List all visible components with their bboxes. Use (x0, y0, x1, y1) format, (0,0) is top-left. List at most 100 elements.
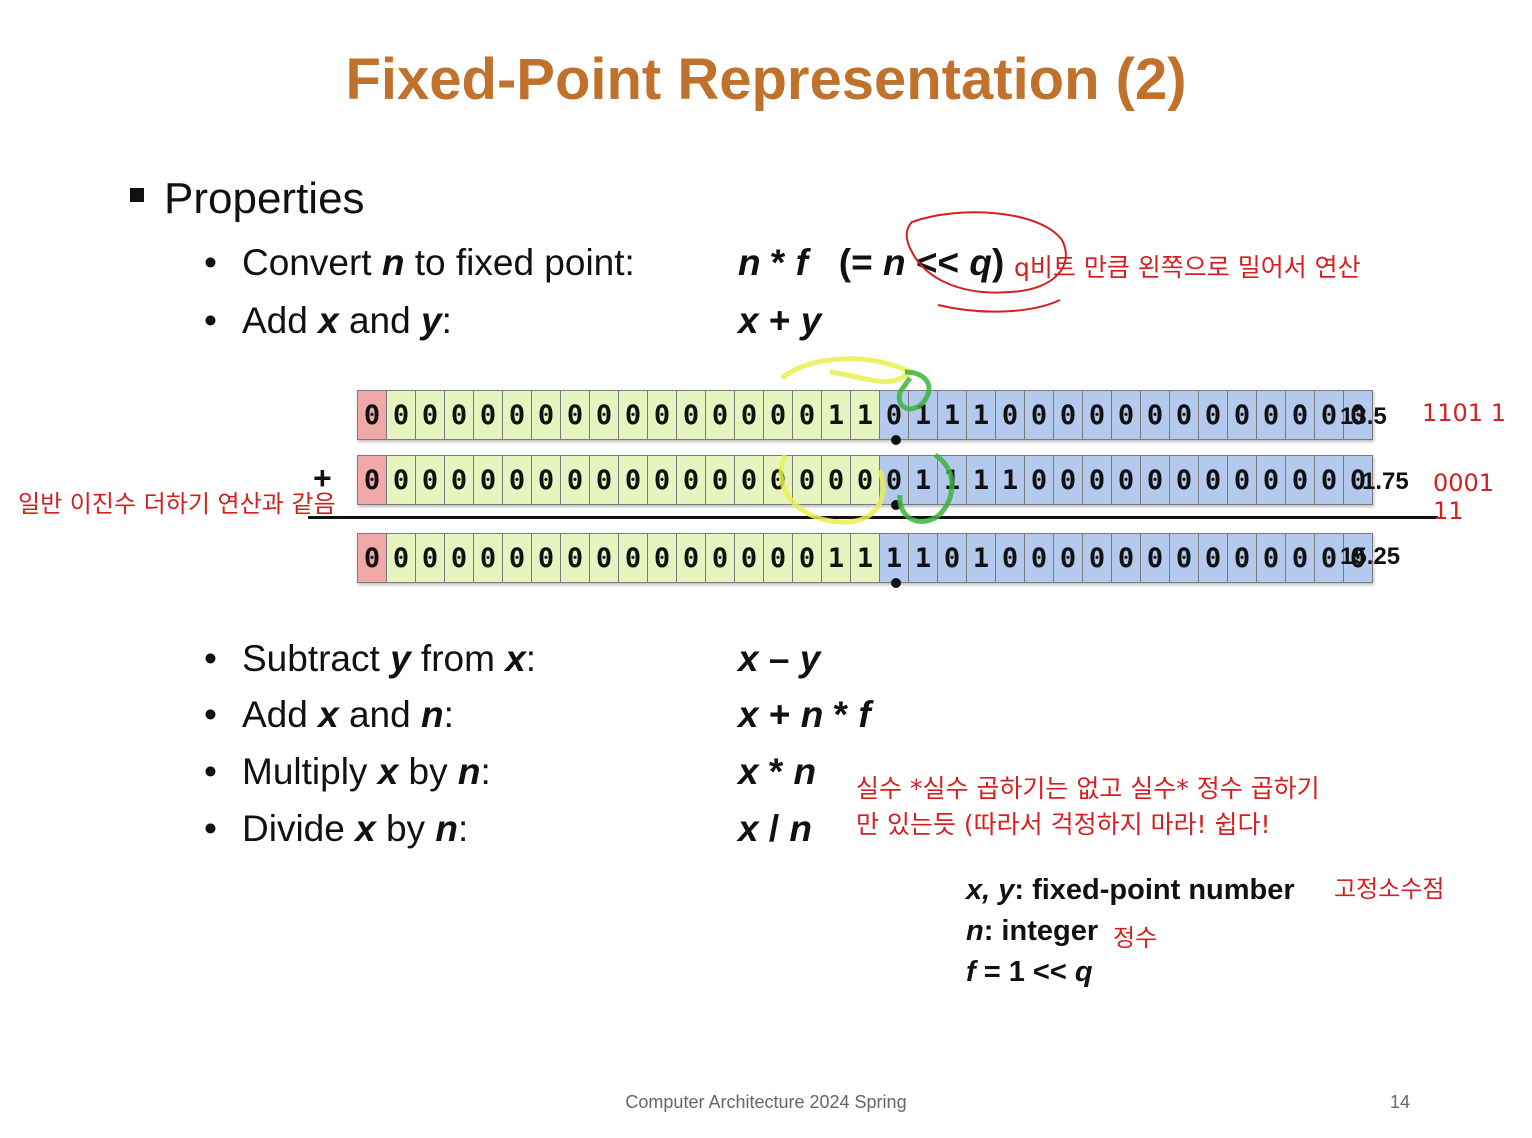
fraction-bit: 0 (1227, 390, 1257, 440)
fraction-bit: 0 (1111, 455, 1141, 505)
integer-bit: 0 (705, 455, 735, 505)
integer-bit: 0 (444, 390, 474, 440)
integer-bit: 0 (705, 533, 735, 583)
value-15-25: 15.25 (1340, 543, 1401, 570)
fraction-bit: 0 (1082, 455, 1112, 505)
fraction-bit: 0 (1140, 455, 1170, 505)
yellow-highlight (778, 454, 886, 525)
integer-bit: 0 (763, 533, 793, 583)
fraction-bit: 0 (1024, 533, 1054, 583)
slide-title: Fixed-Point Representation (2) (345, 47, 1187, 112)
formula-add-xy: x + y (738, 300, 822, 341)
yellow-highlight (780, 356, 915, 384)
sign-bit: 0 (357, 390, 387, 440)
section-heading: Properties (164, 174, 365, 223)
integer-bit: 0 (618, 390, 648, 440)
green-highlight (896, 369, 955, 524)
value-13-5: 13.5 (1340, 403, 1387, 430)
integer-bit: 0 (618, 533, 648, 583)
sign-bit: 0 (357, 533, 387, 583)
plus-sign: + (313, 460, 332, 496)
formula-divide: x / n (738, 808, 813, 849)
binary-point-icon (891, 500, 901, 510)
circle-annotation (905, 211, 1067, 294)
integer-bit: 0 (531, 455, 561, 505)
fraction-bit: 0 (1169, 533, 1199, 583)
formula-multiply: x * n (738, 751, 817, 792)
integer-bit: 1 (850, 533, 880, 583)
integer-bit: 0 (734, 533, 764, 583)
integer-bit: 0 (531, 533, 561, 583)
bullet-dot-icon: • (204, 694, 217, 735)
integer-bit: 0 (444, 533, 474, 583)
integer-bit: 0 (850, 455, 880, 505)
fraction-bit: 0 (1111, 390, 1141, 440)
bullet-square-icon (130, 188, 144, 202)
fraction-bit: 1 (966, 390, 996, 440)
integer-bit: 0 (763, 390, 793, 440)
integer-bit: 0 (792, 390, 822, 440)
fraction-bit: 0 (1256, 390, 1286, 440)
fraction-bit: 0 (1227, 533, 1257, 583)
legend-f: f = 1 << q (966, 956, 1093, 988)
item-text: to fixed point: (404, 242, 635, 283)
fraction-bit: 0 (1024, 455, 1054, 505)
page-number: 14 (1390, 1092, 1411, 1112)
fraction-bit: 0 (1169, 390, 1199, 440)
sign-bit: 0 (357, 455, 387, 505)
annotation-integer: 정수 (1113, 924, 1158, 952)
integer-bit: 0 (676, 533, 706, 583)
integer-bit: 1 (850, 390, 880, 440)
footer-course: Computer Architecture 2024 Spring (625, 1092, 907, 1112)
legend-n: n: integer (966, 915, 1099, 947)
integer-bit: 0 (705, 390, 735, 440)
formula-subtract: x – y (738, 638, 821, 679)
integer-bit: 0 (473, 533, 503, 583)
integer-bit: 0 (676, 455, 706, 505)
sum-line (308, 516, 1438, 519)
fraction-bit: 0 (1198, 533, 1228, 583)
list-item-convert: • Convert n to fixed point: (204, 242, 635, 284)
integer-bit: 0 (589, 533, 619, 583)
bullet-dot-icon: • (204, 638, 217, 679)
list-item-add-xn: • Add x and n: (204, 694, 454, 735)
fraction-bit: 1 (995, 455, 1025, 505)
fraction-bit: 0 (1198, 390, 1228, 440)
bullet-dot-icon: • (204, 808, 217, 849)
annotation-shift: q비트 만큼 왼쪽으로 밀어서 연산 (1014, 253, 1361, 282)
fraction-bit: 0 (1256, 455, 1286, 505)
integer-bit: 0 (589, 455, 619, 505)
integer-bit: 0 (589, 390, 619, 440)
annotation-bits-1-75: 0001 11 (1433, 469, 1495, 525)
annotation-fixed-point: 고정소수점 (1334, 875, 1445, 903)
integer-bit: 0 (502, 533, 532, 583)
fraction-bit: 0 (995, 390, 1025, 440)
integer-bit: 0 (647, 390, 677, 440)
annotation-multiply-2: 만 있는듯 (따라서 걱정하지 마라! 쉽다! (856, 810, 1271, 839)
underline-annotation (937, 299, 1061, 313)
list-item-subtract: • Subtract y from x: (204, 638, 537, 679)
fraction-bit: 0 (1111, 533, 1141, 583)
binary-point-icon (891, 578, 901, 588)
fraction-bit: 0 (1343, 390, 1373, 440)
fraction-bit: 0 (1285, 533, 1315, 583)
integer-bit: 0 (386, 390, 416, 440)
bullet-dot-icon: • (204, 300, 217, 341)
formula-convert: n * f (= n << q) (738, 242, 1005, 283)
integer-bit: 0 (647, 533, 677, 583)
list-item-divide: • Divide x by n: (204, 808, 469, 849)
binary-point-icon (891, 435, 901, 445)
legend-xy: x, y: fixed-point number (966, 874, 1295, 906)
integer-bit: 0 (386, 455, 416, 505)
annotation-bits-13-5: 1101 1 (1422, 399, 1506, 427)
fraction-bit: 0 (1285, 390, 1315, 440)
bullet-dot-icon: • (204, 242, 217, 283)
fraction-bit: 0 (1256, 533, 1286, 583)
list-item-multiply: • Multiply x by n: (204, 751, 491, 792)
fraction-bit: 0 (1343, 533, 1373, 583)
integer-bit: 0 (415, 455, 445, 505)
formula-add-xn: x + n * f (738, 694, 871, 735)
fraction-bit: 0 (1053, 455, 1083, 505)
